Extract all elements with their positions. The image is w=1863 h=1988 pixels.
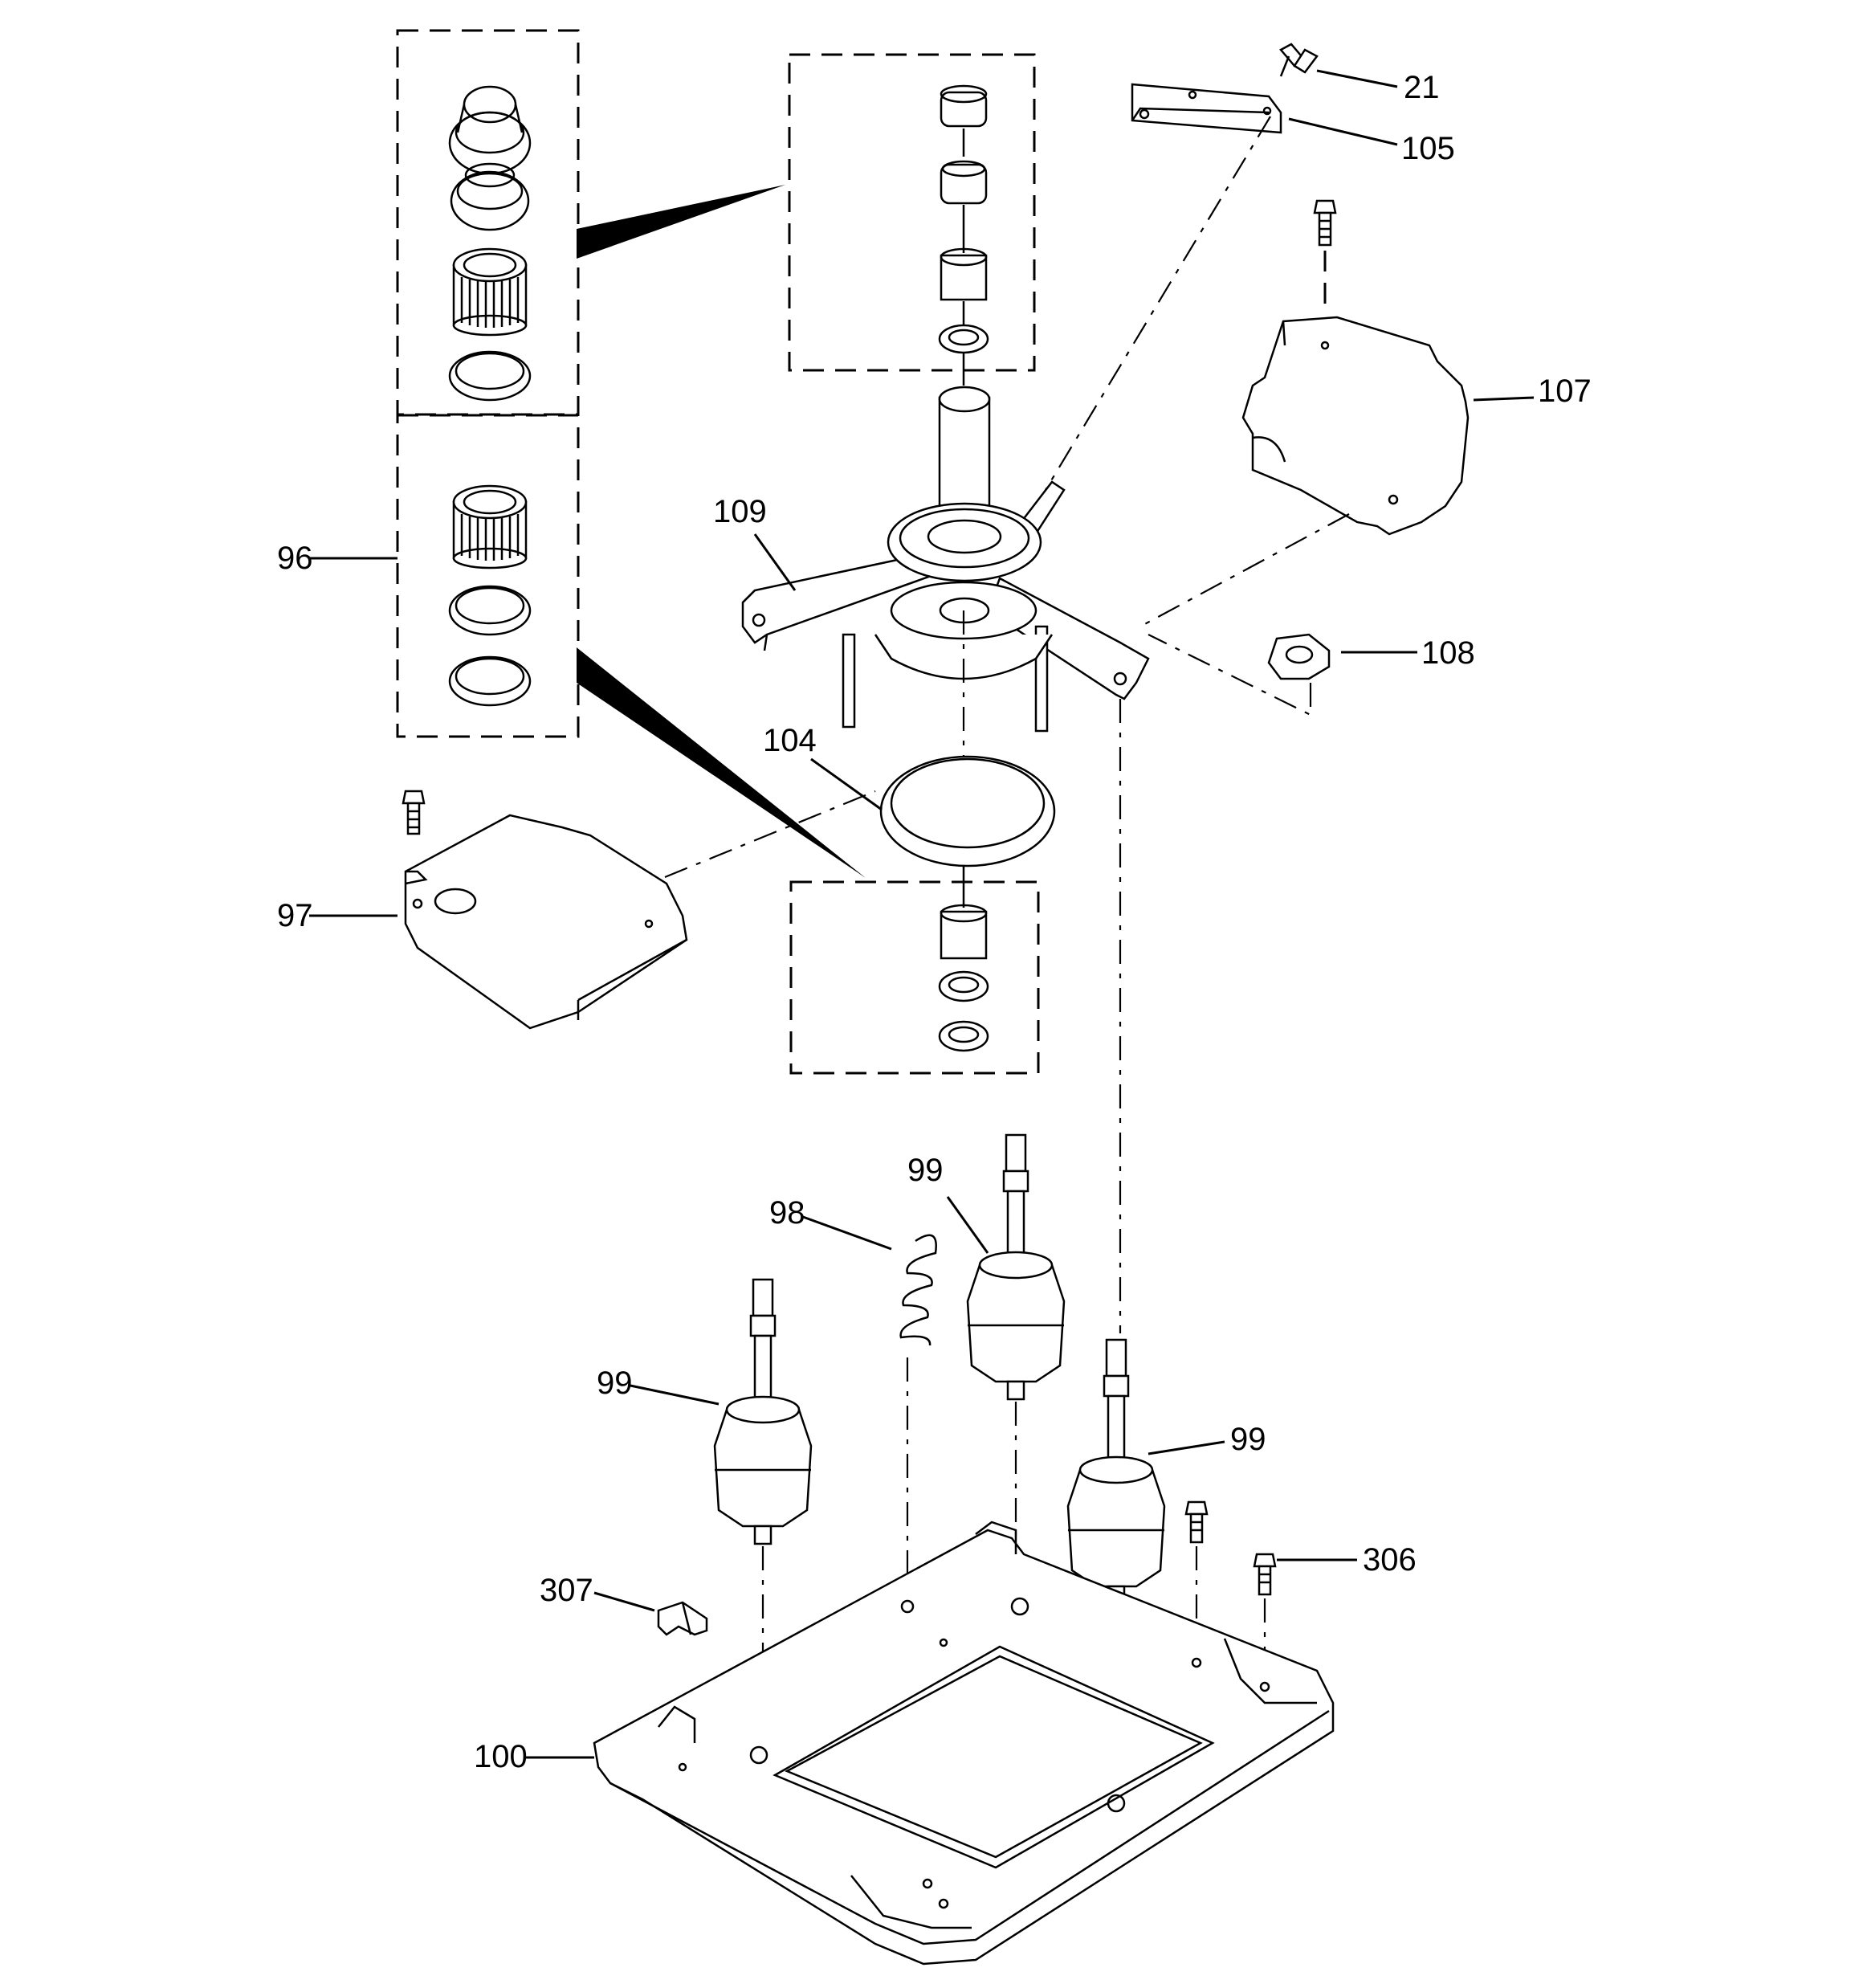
kit-box-lower-left <box>396 414 580 738</box>
screw-306-b <box>1253 1553 1277 1687</box>
kit-box-upper-left <box>396 29 580 416</box>
screw-21 <box>1279 43 1319 77</box>
kit-box-bottom-center <box>789 880 1040 1075</box>
pointer-wedge-lower <box>577 647 866 878</box>
callout-307: 307 <box>540 1573 593 1608</box>
callout-21: 21 <box>1404 70 1440 105</box>
dashed-line-shield-to-frame <box>1139 513 1350 627</box>
mechanism-109 <box>741 386 1150 733</box>
leg-99-center <box>966 1133 1066 1594</box>
nut-108 <box>1148 633 1331 716</box>
callout-105: 105 <box>1401 131 1455 166</box>
screw-107 <box>1313 199 1337 313</box>
base-frame-100 <box>593 1521 1335 1966</box>
kit-top-center-parts <box>938 84 989 386</box>
screw-97 <box>402 790 426 835</box>
callout-108: 108 <box>1421 635 1475 671</box>
callout-97: 97 <box>277 898 313 933</box>
pointer-wedge-upper <box>577 185 785 259</box>
kit-upper-parts <box>448 85 532 402</box>
callout-100: 100 <box>474 1739 528 1774</box>
shield-107 <box>1241 316 1470 536</box>
callout-99-right: 99 <box>1230 1422 1266 1457</box>
leader-lines <box>309 69 1535 1759</box>
kit-box-top-center <box>788 53 1036 372</box>
callout-104: 104 <box>763 723 817 758</box>
callout-96: 96 <box>277 541 313 576</box>
kit-lower-parts <box>448 484 532 707</box>
dashed-line-bracket-to-frame <box>1045 116 1271 491</box>
leg-99-left <box>713 1278 813 1751</box>
ring-104 <box>879 755 1056 867</box>
callout-109: 109 <box>713 494 767 529</box>
plate-97 <box>404 790 876 1030</box>
callout-99-center: 99 <box>907 1153 944 1188</box>
callout-107: 107 <box>1538 374 1592 409</box>
bracket-105 <box>1131 83 1282 134</box>
kit-bottom-center-parts <box>938 859 989 1052</box>
callout-306: 306 <box>1363 1542 1417 1578</box>
spring-98 <box>899 1234 937 1590</box>
callout-99-left: 99 <box>597 1365 633 1401</box>
clip-307 <box>657 1601 708 1636</box>
callout-98: 98 <box>769 1195 805 1231</box>
